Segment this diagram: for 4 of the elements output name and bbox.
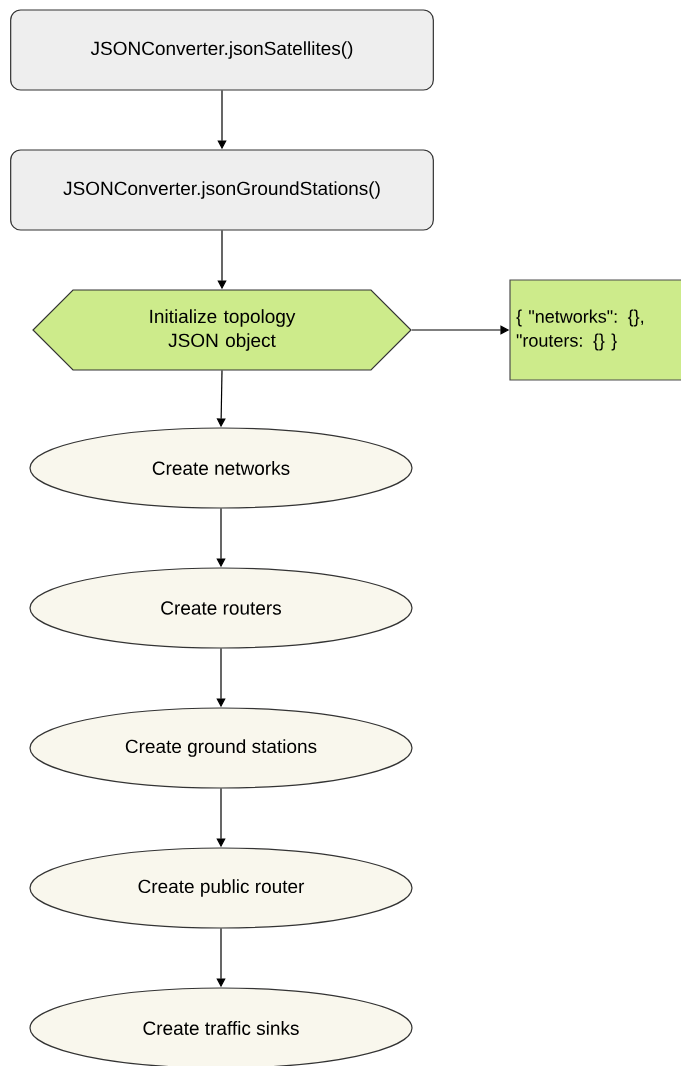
process-box: JSONConverter.jsonGroundStations() bbox=[10, 149, 434, 231]
process-box: JSONConverter.jsonSatellites() bbox=[10, 9, 434, 91]
note-box: { "networks": {}, "routers: {} } bbox=[509, 279, 681, 381]
preparation-hexagon: Initialize topology JSON object bbox=[32, 289, 412, 371]
